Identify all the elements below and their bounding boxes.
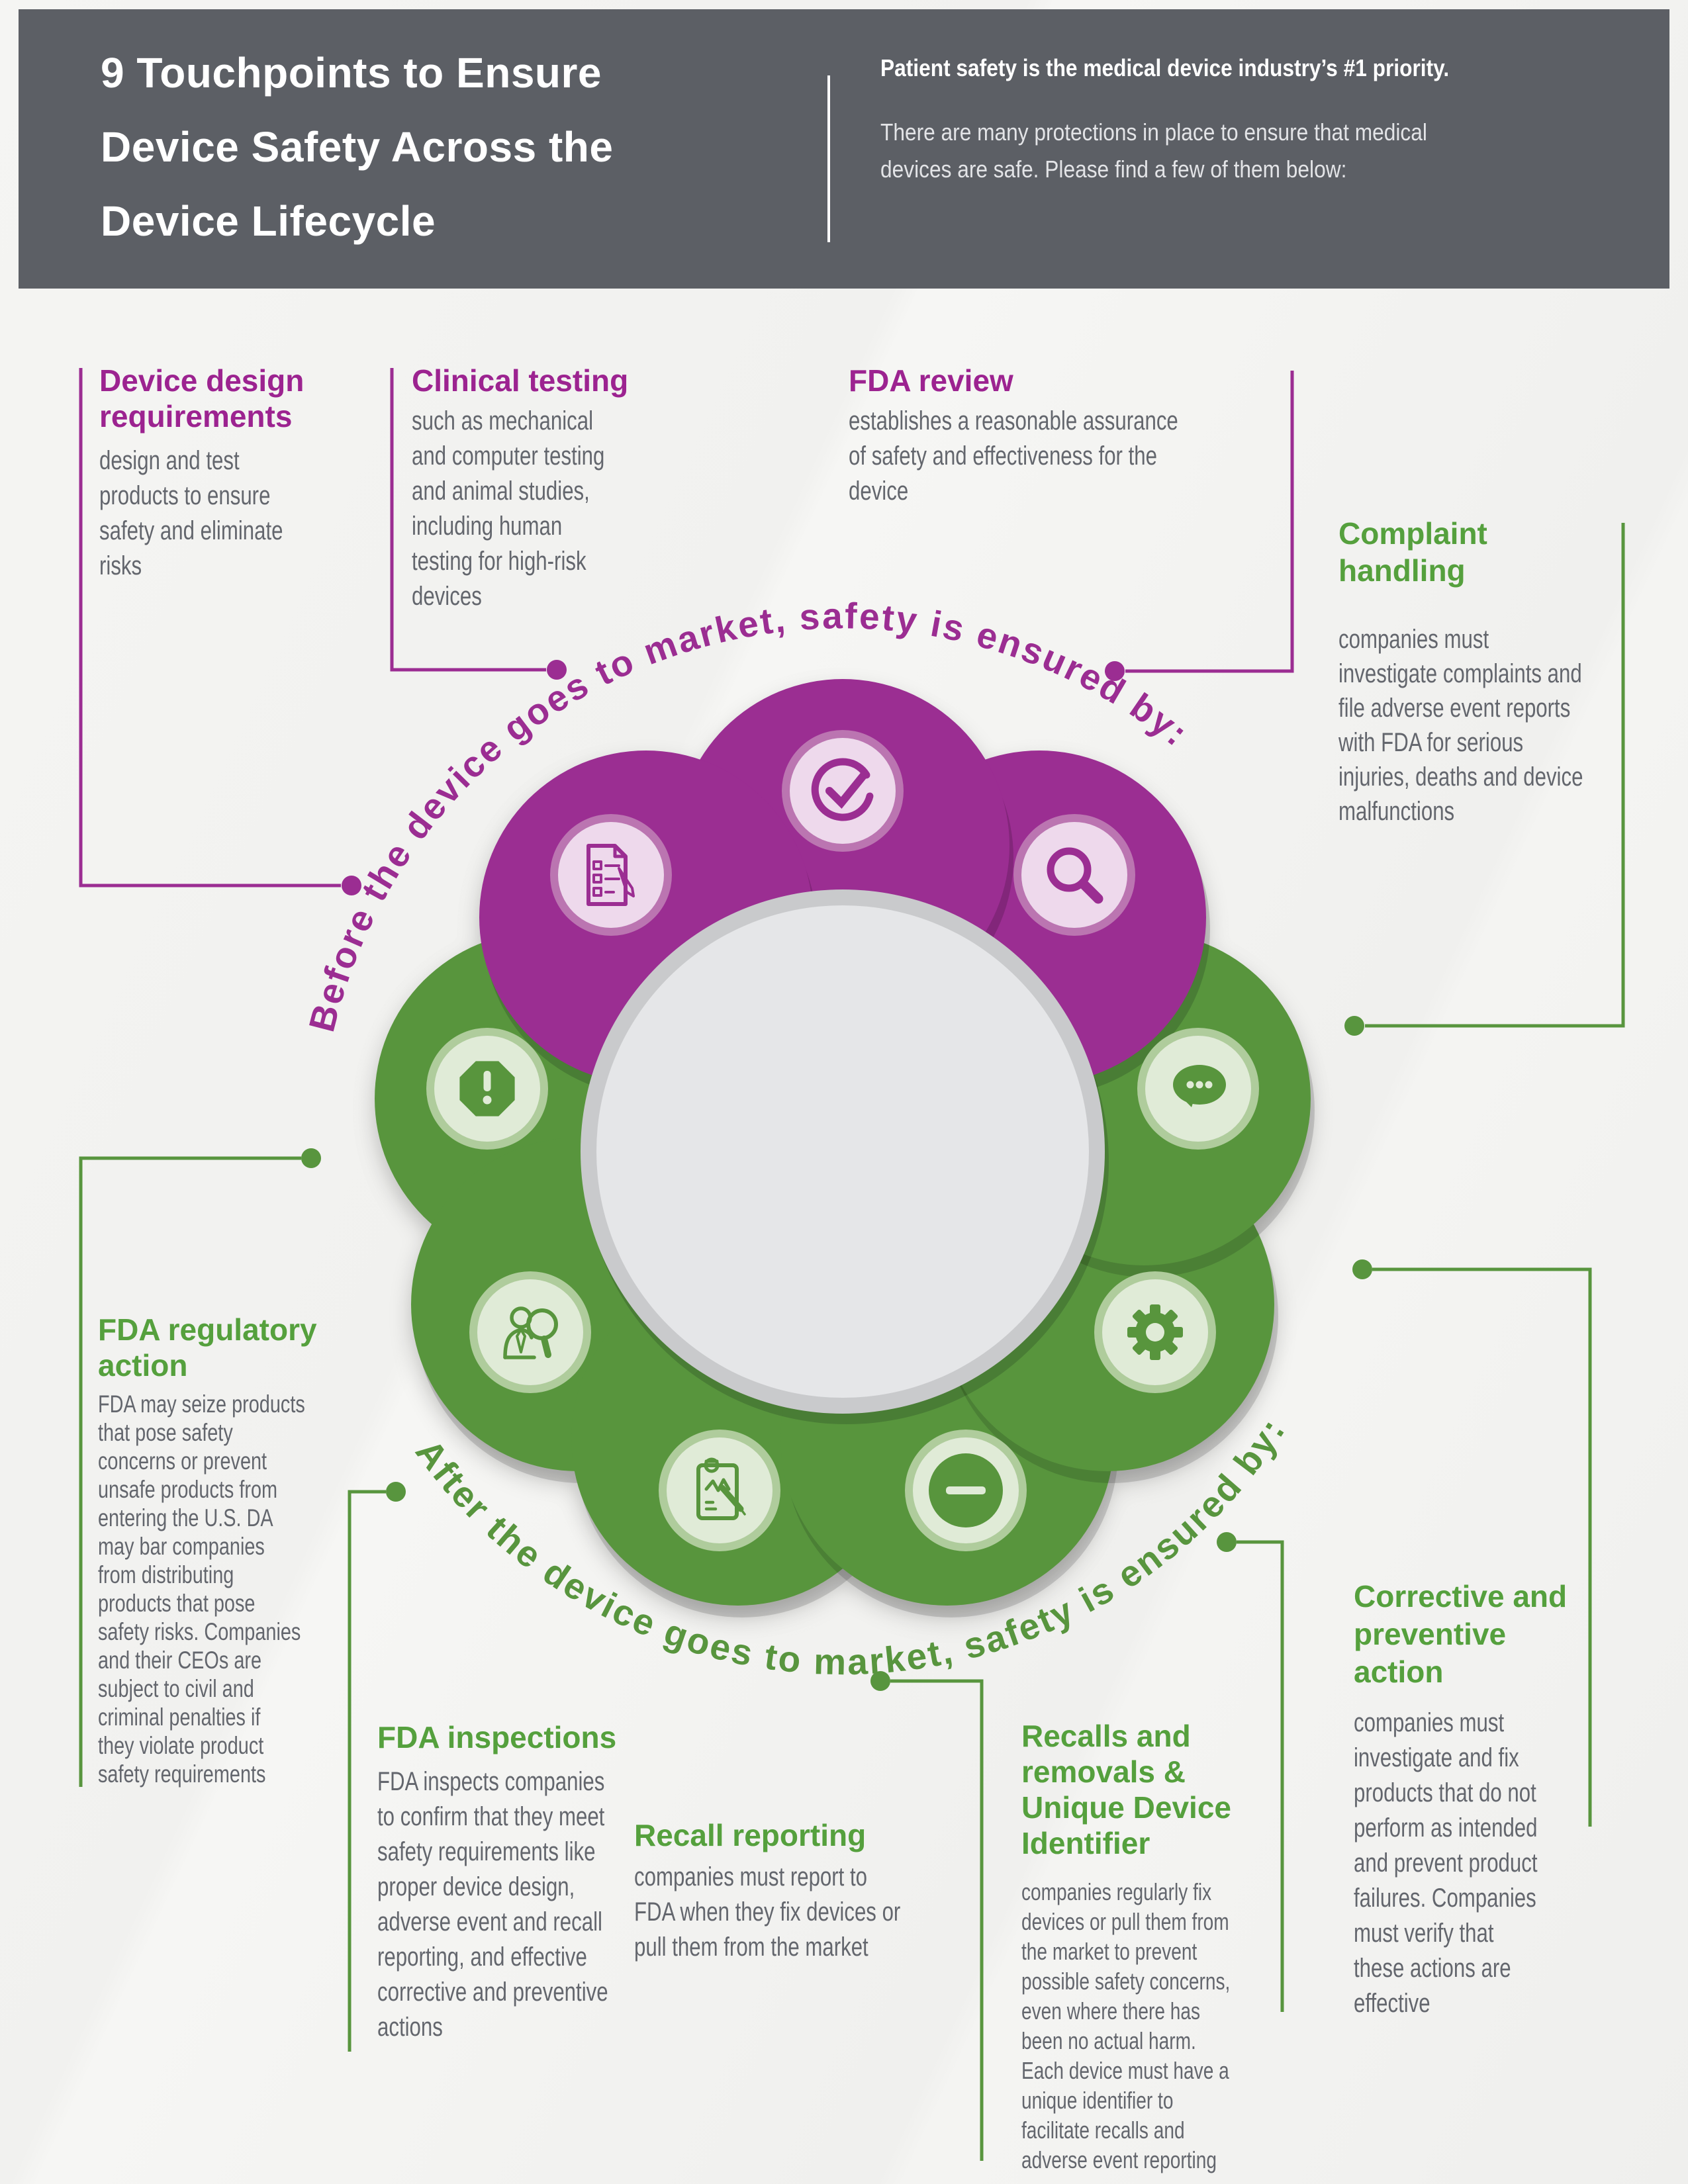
touchpoint-body: companies must investigate and fix produ… [1354,1708,1538,2018]
touchpoint-body: companies must investigate complaints an… [1338,625,1583,826]
header-tagline: Patient safety is the medical device ind… [880,54,1450,81]
connector-fda-inspections [348,1490,386,2052]
touchpoint-body: FDA inspects companies to confirm that t… [377,1767,608,2042]
connector-device-design [79,368,341,887]
connector-dot-complaint-handling [1344,1016,1364,1036]
wheel-center-disc [596,905,1089,1398]
connector-complaint-handling [1365,523,1625,1028]
touchpoint-body: companies must report to FDA when they f… [634,1862,901,1962]
lifecycle-wheel [375,679,1315,1617]
magnifier-icon [1013,814,1135,936]
header-bar: 9 Touchpoints to Ensure Device Safety Ac… [19,9,1669,289]
connector-dot-fda-inspections [386,1482,406,1502]
touchpoint-body: FDA may seize products that pose safety … [98,1390,305,1788]
page-title: 9 Touchpoints to Ensure Device Safety Ac… [101,49,614,245]
touchpoint-fda-review: FDA review establishes a reasonable assu… [849,363,1271,509]
touchpoint-heading: Clinical testing [412,363,629,398]
connector-lines [79,368,1625,2161]
inspector-magnifier-icon [469,1271,591,1393]
header-intro: There are many protections in place to e… [880,118,1427,183]
connector-corrective-left [1237,1540,1284,2012]
touchpoint-heading: Recall reporting [634,1818,867,1852]
touchpoint-heading: Recalls and removals & Unique Device Ide… [1021,1719,1231,1860]
chat-bubble-icon [1137,1028,1259,1150]
touchpoint-clinical-testing: Clinical testing such as mechanical and … [412,363,659,614]
wheel-icons [426,730,1259,1551]
connector-dot-fda-review [1105,661,1125,681]
touchpoint-device-design: Device design requirements design and te… [99,363,335,584]
touchpoint-body: design and test products to ensure safet… [99,446,283,580]
connector-recalls-udi [890,1679,984,2161]
touchpoint-heading: Corrective and preventive action [1354,1579,1568,1689]
gear-icon [1094,1271,1216,1393]
touchpoint-heading: Complaint handling [1338,516,1487,588]
touchpoint-body: companies regularly fix devices or pull … [1021,1878,1231,2173]
connector-clinical-testing [390,368,546,672]
connector-dot-device-design [342,876,361,895]
touchpoint-body: such as mechanical and computer testing … [412,406,605,611]
touchpoint-heading: FDA inspections [377,1720,617,1754]
connector-dot-fda-regulatory [301,1148,321,1168]
connector-dot-clinical-testing [547,660,567,680]
touchpoint-fda-regulatory-action: FDA regulatory action FDA may seize prod… [98,1312,363,1788]
touchpoint-body: establishes a reasonable assurance of sa… [849,406,1178,506]
connector-dot-corrective-left [1217,1532,1237,1552]
connector-dot-corrective-right [1352,1259,1372,1279]
connector-corrective-right [1372,1267,1592,1827]
check-circle-icon [782,730,904,852]
touchpoint-complaint-handling: Complaint handling companies must invest… [1338,515,1652,829]
connector-fda-review [1125,371,1294,673]
minus-circle-icon [905,1430,1027,1551]
touchpoint-heading: FDA regulatory action [98,1312,317,1383]
touchpoint-fda-inspections: FDA inspections FDA inspects companies t… [377,1719,673,2045]
touchpoint-heading: FDA review [849,363,1013,398]
touchpoint-corrective-preventive: Corrective and preventive action compani… [1354,1578,1589,2021]
touchpoint-heading: Device design requirements [99,363,305,433]
clipboard-chart-icon [659,1430,780,1551]
connector-fda-regulatory [79,1156,301,1787]
touchpoint-recall-reporting: Recall reporting companies must report t… [634,1817,976,1965]
document-checklist-icon [550,814,672,936]
stop-octagon-icon [426,1028,548,1150]
connector-dot-recalls-udi [870,1671,890,1691]
touchpoint-recalls-removals-udi: Recalls and removals & Unique Device Ide… [1021,1718,1289,2175]
header-divider [827,75,830,242]
